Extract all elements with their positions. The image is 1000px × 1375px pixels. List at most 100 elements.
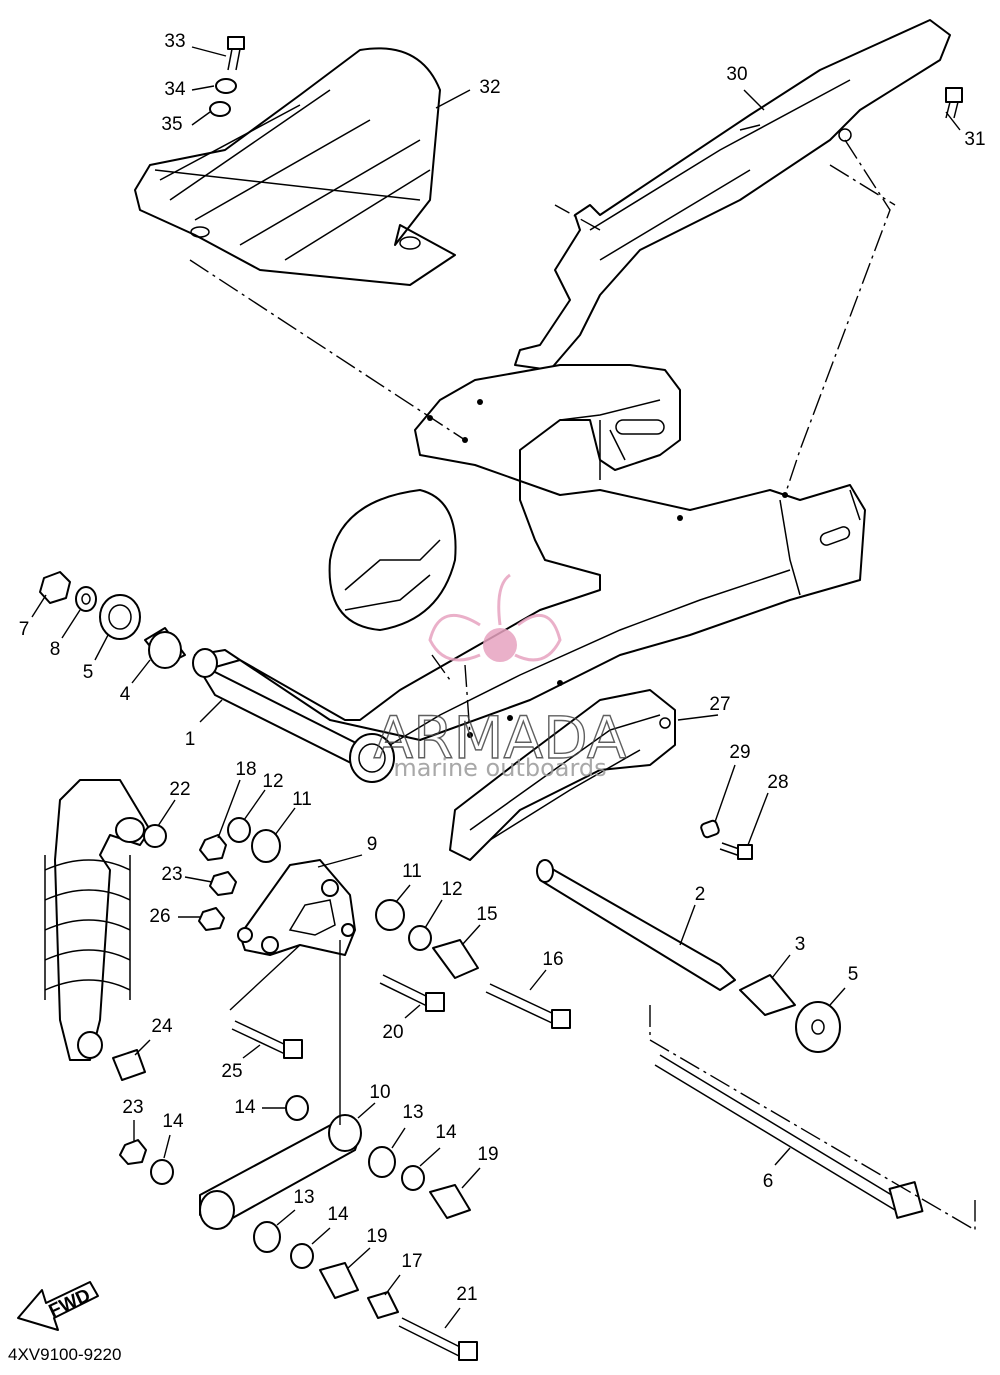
callout-21: 21 — [456, 1284, 477, 1305]
pivot-tube-1 — [192, 648, 395, 783]
connecting-rod-10 — [199, 1114, 362, 1230]
collar-17 — [367, 1291, 399, 1319]
bearing-11b — [375, 899, 405, 931]
bearing-13b — [253, 1221, 281, 1253]
callout-30: 30 — [726, 64, 747, 85]
watermark-logo: ARMADA marine outboards — [373, 573, 628, 782]
bearing-5 — [99, 594, 141, 640]
washer-12a — [227, 817, 251, 843]
collar-15 — [432, 939, 479, 979]
callout-32: 32 — [479, 77, 500, 98]
callout-8: 8 — [50, 639, 61, 660]
callout-35: 35 — [161, 114, 182, 135]
washer-14b — [150, 1159, 174, 1185]
callout-14a: 14 — [234, 1097, 256, 1118]
callout-20: 20 — [382, 1022, 403, 1043]
callout-13b: 13 — [293, 1187, 314, 1208]
watermark-tagline: marine outboards — [393, 754, 606, 782]
callout-17: 17 — [401, 1251, 422, 1272]
callout-labels: 33 34 35 32 30 31 7 8 5 4 1 27 29 28 18 … — [19, 31, 986, 1305]
bolt-21 — [398, 1317, 478, 1361]
callout-29: 29 — [729, 742, 750, 763]
callout-14b: 14 — [162, 1111, 184, 1132]
collar-29 — [700, 819, 720, 839]
washer-12b — [408, 925, 432, 951]
callout-11b: 11 — [402, 861, 422, 882]
leader-lines — [31, 46, 961, 1329]
callout-12a: 12 — [262, 771, 283, 792]
callout-7: 7 — [19, 619, 30, 640]
watermark-brand: ARMADA — [373, 704, 626, 772]
alignment-lines — [189, 139, 976, 1232]
collar-19a — [429, 1184, 471, 1219]
collar-22 — [143, 824, 167, 848]
rear-shock-absorber — [44, 779, 151, 1061]
callout-11a: 11 — [292, 789, 312, 810]
callout-34: 34 — [164, 79, 186, 100]
washer-14c — [401, 1165, 425, 1191]
bearing-11a — [251, 829, 281, 863]
swingarm-frame — [194, 364, 866, 771]
washer-14d — [290, 1243, 314, 1269]
callout-4: 4 — [120, 684, 131, 705]
callout-10: 10 — [369, 1082, 390, 1103]
callout-2: 2 — [695, 884, 706, 905]
callout-5a: 5 — [83, 662, 94, 683]
document-code: 4XV9100-9220 — [8, 1345, 121, 1364]
callout-19a: 19 — [477, 1144, 498, 1165]
callout-6: 6 — [763, 1171, 774, 1192]
bolt-33 — [227, 36, 245, 71]
callout-33: 33 — [164, 31, 185, 52]
callout-23a: 23 — [161, 864, 182, 885]
callout-24: 24 — [151, 1016, 173, 1037]
callout-27: 27 — [709, 694, 730, 715]
callout-19b: 19 — [366, 1226, 387, 1247]
chain-case-30 — [514, 19, 951, 371]
nut-23b — [119, 1139, 147, 1165]
pivot-bolt-6 — [654, 1054, 924, 1219]
callout-25: 25 — [221, 1061, 242, 1082]
chain-guide-27 — [449, 689, 676, 861]
collar-24 — [112, 1049, 146, 1081]
callout-5b: 5 — [848, 964, 859, 985]
callout-23b: 23 — [122, 1097, 143, 1118]
pivot-shaft-2 — [536, 859, 736, 991]
nut-7 — [39, 571, 71, 604]
callout-14c: 14 — [435, 1122, 457, 1143]
bolt-16 — [485, 983, 571, 1029]
relay-arm-9 — [237, 859, 356, 956]
grommet-35 — [209, 101, 231, 117]
callout-22: 22 — [169, 779, 190, 800]
callout-14d: 14 — [327, 1204, 349, 1225]
bearing-13a — [368, 1146, 396, 1178]
callout-28: 28 — [767, 772, 788, 793]
nut-23a — [209, 871, 237, 896]
fwd-label: FWD — [46, 1285, 94, 1322]
washer-34 — [215, 78, 237, 94]
bolt-25 — [231, 1020, 303, 1059]
bolt-28 — [719, 842, 753, 860]
callout-9: 9 — [367, 834, 378, 855]
callout-18: 18 — [235, 759, 256, 780]
callout-13a: 13 — [402, 1102, 423, 1123]
fwd-arrow-icon: FWD — [17, 1281, 99, 1331]
callout-1: 1 — [185, 729, 196, 750]
nut-26 — [198, 907, 225, 931]
collar-3 — [739, 974, 796, 1016]
rear-fender — [134, 47, 456, 286]
bolt-20 — [379, 974, 445, 1012]
bearing-4 — [144, 627, 186, 669]
screw-31 — [945, 87, 963, 119]
nut-18 — [199, 834, 227, 861]
callout-15: 15 — [476, 904, 497, 925]
callout-16: 16 — [542, 949, 563, 970]
callout-3: 3 — [795, 934, 806, 955]
washer-14a — [285, 1095, 309, 1121]
callout-12b: 12 — [441, 879, 462, 900]
callout-26: 26 — [149, 906, 170, 927]
callout-31: 31 — [964, 129, 985, 150]
collar-19b — [319, 1262, 359, 1299]
washer-5b — [795, 1001, 841, 1053]
